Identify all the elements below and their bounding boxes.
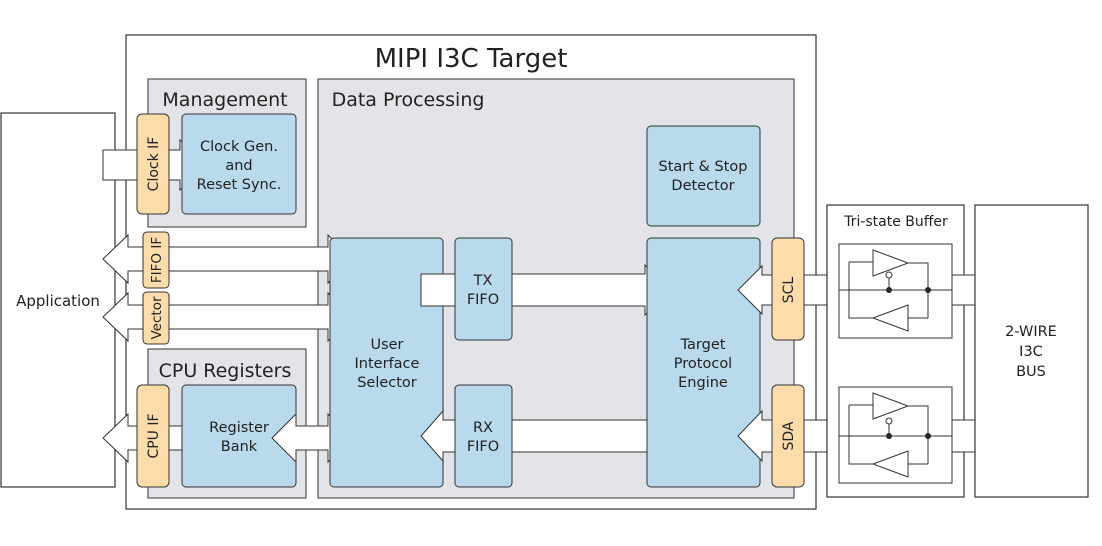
- sda-input-buffer-icon: [871, 450, 909, 478]
- tx-fifo-line-1: TX: [473, 273, 493, 289]
- rx-fifo-line-2: FIFO: [467, 439, 499, 455]
- start-stop-line-2: Detector: [671, 178, 734, 194]
- uis-line-3: Selector: [357, 375, 417, 391]
- tx-fifo-block: TX FIFO: [454, 237, 513, 341]
- i3c-bus-block: 2-WIRE I3C BUS: [974, 204, 1089, 498]
- cpu-if: CPU IF: [136, 384, 170, 488]
- cpu-if-label: CPU IF: [146, 413, 162, 458]
- scl-output-buffer-icon: [872, 249, 910, 277]
- tpe-line-3: Engine: [678, 375, 728, 391]
- scl-input-buffer-icon: [871, 304, 909, 332]
- register-bank-block: Register Bank: [181, 384, 297, 488]
- bus-line-2: I3C: [1019, 344, 1043, 360]
- data-processing-label: Data Processing: [332, 89, 485, 111]
- target-protocol-engine-block: Target Protocol Engine: [646, 237, 761, 488]
- vector-label: Vector: [149, 296, 165, 339]
- tpe-line-2: Protocol: [674, 356, 732, 372]
- register-bank-line-1: Register: [209, 420, 269, 436]
- clock-gen-line-1: Clock Gen.: [200, 139, 278, 155]
- bus-line-3: BUS: [1016, 364, 1046, 380]
- start-stop-line-1: Start & Stop: [659, 159, 748, 175]
- user-interface-selector-block: User Interface Selector: [329, 237, 444, 488]
- clock-if: Clock IF: [136, 113, 170, 215]
- fifo-if: FIFO IF: [142, 231, 170, 289]
- start-stop-detector-block: Start & Stop Detector: [646, 125, 761, 227]
- sda-tri-state-buffer: [838, 386, 953, 484]
- scl-if: SCL: [771, 237, 805, 341]
- sda-label: SDA: [781, 421, 797, 450]
- bus-line-1: 2-WIRE: [1005, 324, 1057, 340]
- application-label: Application: [16, 292, 100, 310]
- clock-if-label: Clock IF: [146, 137, 162, 192]
- rx-fifo-block: RX FIFO: [454, 384, 513, 488]
- clock-gen-line-3: Reset Sync.: [197, 177, 282, 193]
- management-label: Management: [162, 89, 287, 111]
- sda-if: SDA: [771, 384, 805, 488]
- diagram-title: MIPI I3C Target: [375, 44, 568, 74]
- rx-fifo-line-1: RX: [473, 420, 493, 436]
- uis-line-2: Interface: [355, 356, 420, 372]
- scl-tri-state-buffer: [838, 243, 953, 339]
- tpe-line-1: Target: [680, 337, 726, 353]
- application-block: Application: [0, 112, 116, 488]
- tri-state-label: Tri-state Buffer: [843, 214, 948, 230]
- scl-label: SCL: [781, 277, 797, 304]
- clock-gen-block: Clock Gen. and Reset Sync.: [181, 113, 297, 215]
- register-bank-line-2: Bank: [221, 439, 258, 455]
- tx-fifo-line-2: FIFO: [467, 292, 499, 308]
- fifo-if-label: FIFO IF: [149, 237, 165, 283]
- cpu-registers-label: CPU Registers: [159, 360, 292, 382]
- sda-output-buffer-icon: [872, 392, 910, 420]
- vector-if: Vector: [142, 291, 170, 345]
- uis-line-1: User: [370, 337, 403, 353]
- clock-gen-line-2: and: [225, 158, 252, 174]
